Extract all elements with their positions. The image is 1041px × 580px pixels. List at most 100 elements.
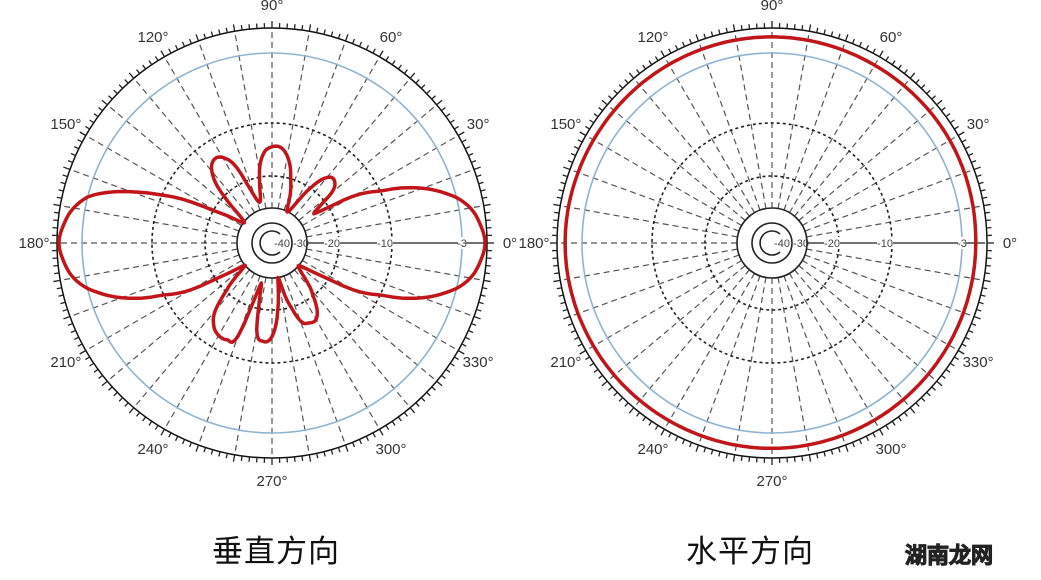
rim-tick [77, 139, 83, 143]
rim-tick [344, 444, 349, 452]
rim-tick [484, 211, 490, 214]
rim-tick [136, 412, 141, 417]
rim-tick [885, 56, 890, 62]
rim-tick [953, 356, 959, 361]
rim-tick [982, 196, 988, 199]
rim-tick [358, 439, 363, 445]
angle-tick-label: 300° [875, 441, 906, 458]
rim-tick [431, 95, 436, 100]
rim-tick [624, 79, 629, 84]
rim-tick [160, 428, 166, 436]
rim-tick [476, 308, 482, 312]
rim-tick [636, 412, 641, 417]
angle-tick-label: 90° [261, 0, 284, 14]
radial-gridline [806, 248, 982, 281]
radial-gridline [608, 265, 746, 381]
radial-gridline [298, 105, 436, 221]
rim-tick [562, 174, 568, 178]
rim-tick [891, 60, 896, 66]
rim-tick [982, 287, 988, 290]
angle-tick-label: 210° [550, 354, 581, 371]
rim-tick [624, 402, 629, 407]
rim-tick [681, 439, 686, 445]
rim-tick [124, 402, 129, 407]
rim-tick [618, 397, 624, 402]
rim-tick [118, 397, 124, 402]
rim-tick [385, 56, 390, 62]
rim-tick [695, 444, 700, 452]
ring-label-bg [324, 237, 340, 249]
rim-tick [409, 72, 416, 79]
radial-gridline [108, 265, 246, 381]
rim-tick [53, 279, 61, 283]
rim-tick [457, 349, 465, 355]
ring-label: -20 [324, 238, 340, 250]
rim-tick [865, 44, 870, 51]
rim-tick [589, 362, 595, 367]
rim-tick [476, 174, 482, 178]
radial-gridline [277, 277, 310, 453]
rim-tick [154, 56, 159, 62]
angle-tick-label: 270° [756, 473, 787, 490]
rim-tick [385, 424, 390, 430]
rim-tick [480, 189, 486, 192]
rim-tick [128, 72, 135, 79]
rim-tick [725, 453, 728, 459]
rim-tick [240, 455, 243, 461]
rim-tick [58, 294, 64, 297]
radial-gridline [734, 277, 767, 453]
radial-gridline [734, 33, 767, 209]
rim-tick [554, 211, 560, 214]
rim-tick [210, 31, 214, 37]
rim-tick [695, 34, 700, 42]
rim-tick [93, 113, 99, 118]
rim-tick [961, 139, 967, 143]
radial-gridline [777, 33, 810, 209]
rim-tick [601, 99, 608, 106]
radial-gridline [794, 269, 910, 407]
rim-tick [593, 368, 599, 373]
rim-tick [301, 455, 304, 461]
angle-tick-label: 330° [963, 354, 994, 371]
ring-label: -40 [774, 238, 790, 250]
angle-tick-label: 150° [50, 116, 81, 133]
rim-tick [957, 131, 965, 137]
rim-tick [837, 447, 841, 453]
rim-tick [464, 336, 471, 341]
angle-tick-label: 180° [18, 235, 49, 252]
rim-tick [964, 336, 971, 341]
rim-tick [168, 432, 172, 438]
rim-tick [436, 380, 443, 387]
rim-tick [154, 424, 159, 430]
rim-tick [148, 60, 153, 66]
rim-tick [816, 453, 819, 459]
ring-inner [251, 222, 293, 264]
rim-tick [668, 432, 672, 438]
rim-tick [926, 89, 931, 95]
rim-tick [403, 69, 408, 74]
rim-tick [248, 456, 251, 462]
rim-tick [372, 48, 376, 54]
rim-tick [563, 315, 571, 320]
rim-tick [915, 79, 920, 84]
rim-tick [358, 41, 363, 47]
rim-tick [136, 69, 141, 74]
rim-tick [98, 374, 103, 379]
rim-tick [436, 99, 443, 106]
rim-tick [618, 84, 624, 89]
rim-tick [681, 41, 686, 47]
radial-gridline [798, 105, 936, 221]
rim-tick [118, 84, 124, 89]
rim-tick [674, 435, 679, 442]
rim-tick [98, 107, 103, 112]
rim-tick [93, 368, 99, 373]
rim-tick [308, 24, 312, 32]
rim-tick [976, 174, 982, 178]
rim-tick [56, 196, 62, 199]
rim-tick [878, 428, 884, 436]
rim-tick [471, 322, 477, 327]
angle-tick-label: 210° [50, 354, 81, 371]
angle-tick-label: 90° [761, 0, 784, 14]
rim-tick [293, 24, 296, 30]
